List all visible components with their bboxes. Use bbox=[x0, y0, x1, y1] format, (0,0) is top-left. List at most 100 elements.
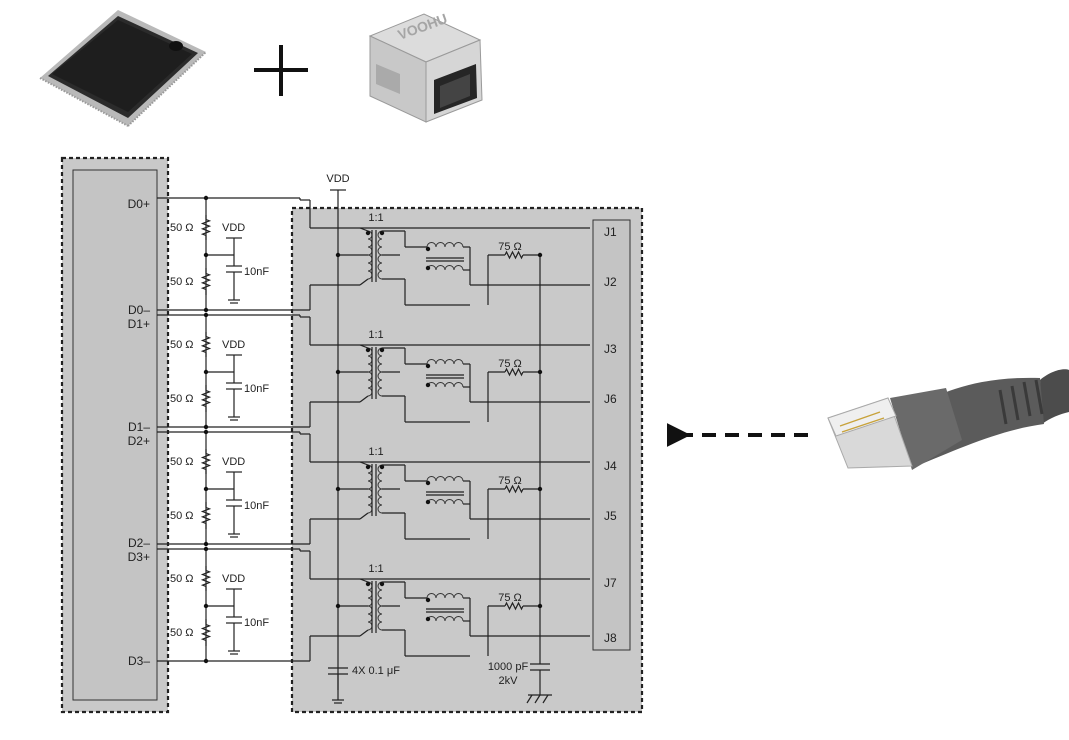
junction-dot bbox=[425, 597, 431, 603]
wire bbox=[359, 227, 369, 232]
junction-dot bbox=[335, 252, 341, 258]
chip-pin-label: D1+ bbox=[128, 317, 150, 331]
junction-dot bbox=[203, 658, 209, 664]
termination-resistor-label: 50 Ω bbox=[170, 510, 194, 522]
termination-cap-label: 10nF bbox=[244, 617, 269, 629]
resistor-symbol bbox=[200, 272, 212, 291]
bypass-cap-label: 4X 0.1 μF bbox=[352, 665, 400, 677]
jack-pin-label: J2 bbox=[604, 275, 617, 289]
bob-smith-resistor-label: 75 Ω bbox=[498, 358, 522, 370]
hv-cap-value-label: 1000 pF bbox=[488, 661, 529, 673]
wire bbox=[359, 395, 369, 403]
junction-dot bbox=[425, 616, 431, 622]
jack-pin-label: J3 bbox=[604, 342, 617, 356]
chip-pin-label: D3– bbox=[128, 654, 150, 668]
rj45-jack-image: VOOHU bbox=[368, 10, 483, 123]
resistor-symbol bbox=[200, 218, 212, 237]
jack-contact-block bbox=[592, 219, 631, 651]
wire bbox=[359, 344, 369, 349]
vdd-label: VDD bbox=[222, 573, 245, 585]
junction-dot bbox=[203, 252, 209, 258]
junction-dot bbox=[203, 541, 209, 547]
vdd-label: VDD bbox=[222, 222, 245, 234]
junction-dot bbox=[335, 603, 341, 609]
resistor-symbol bbox=[504, 601, 524, 611]
vdd-label: VDD bbox=[326, 173, 349, 185]
wire bbox=[359, 512, 369, 520]
ic-chip-image bbox=[39, 10, 207, 127]
junction-dot bbox=[203, 369, 209, 375]
chip-pin-labels: D0+ D0– D1+ D1– D2+ D2– D3+ D3– bbox=[128, 197, 151, 668]
magnetics-module-box bbox=[290, 206, 644, 714]
junction-dot bbox=[379, 230, 385, 236]
termination-cap-label: 10nF bbox=[244, 266, 269, 278]
termination-resistor-label: 50 Ω bbox=[170, 627, 194, 639]
chip-pin-label: D0– bbox=[128, 303, 150, 317]
junction-dot bbox=[425, 382, 431, 388]
chip-pin-label: D1– bbox=[128, 420, 150, 434]
junction-dot bbox=[203, 546, 209, 552]
junction-dot bbox=[425, 499, 431, 505]
choke-coil bbox=[426, 382, 464, 388]
rj45-cable-image bbox=[827, 369, 1069, 470]
termination-resistor-label: 50 Ω bbox=[170, 339, 194, 351]
channel-1: 50 Ω 50 Ω VDD 10nF 1:1 75 Ω bbox=[157, 312, 590, 430]
hv-cap-rating-label: 2kV bbox=[499, 675, 519, 687]
jack-pin-labels: J1 J2 J3 J6 J4 J5 J7 J8 bbox=[604, 225, 617, 645]
junction-dot bbox=[203, 312, 209, 318]
junction-dot bbox=[203, 424, 209, 430]
junction-dot bbox=[379, 347, 385, 353]
resistor-symbol bbox=[200, 452, 212, 471]
bob-smith-resistor-label: 75 Ω bbox=[498, 592, 522, 604]
jack-pin-label: J6 bbox=[604, 392, 617, 406]
transformer-ratio-label: 1:1 bbox=[368, 329, 383, 341]
junction-dot bbox=[203, 486, 209, 492]
wire bbox=[359, 278, 369, 286]
chip-pin-label: D2– bbox=[128, 536, 150, 550]
jack-pin-label: J4 bbox=[604, 459, 617, 473]
choke-coil bbox=[426, 476, 464, 482]
resistor-symbol bbox=[504, 250, 524, 260]
jack-pin-label: J8 bbox=[604, 631, 617, 645]
hv-capacitor: 1000 pF 2kV bbox=[488, 255, 552, 704]
junction-dot bbox=[203, 603, 209, 609]
termination-cap-label: 10nF bbox=[244, 383, 269, 395]
wire bbox=[359, 629, 369, 637]
resistor-symbol bbox=[200, 506, 212, 525]
termination-resistor-label: 50 Ω bbox=[170, 276, 194, 288]
junction-dot bbox=[335, 486, 341, 492]
junction-dot bbox=[425, 265, 431, 271]
junction-dot bbox=[425, 480, 431, 486]
junction-dot bbox=[537, 486, 543, 492]
junction-dot bbox=[203, 429, 209, 435]
bob-smith-resistor-label: 75 Ω bbox=[498, 475, 522, 487]
vdd-label: VDD bbox=[222, 339, 245, 351]
choke-coil bbox=[426, 242, 464, 248]
junction-dot bbox=[365, 464, 371, 470]
bob-smith-resistor-label: 75 Ω bbox=[498, 241, 522, 253]
termination-resistor-label: 50 Ω bbox=[170, 456, 194, 468]
termination-resistor-label: 50 Ω bbox=[170, 393, 194, 405]
junction-dot bbox=[425, 363, 431, 369]
termination-resistor-label: 50 Ω bbox=[170, 222, 194, 234]
chip-pin-label: D3+ bbox=[128, 550, 150, 564]
junction-dot bbox=[537, 603, 543, 609]
vdd-label: VDD bbox=[222, 456, 245, 468]
termination-cap-label: 10nF bbox=[244, 500, 269, 512]
resistor-symbol bbox=[200, 335, 212, 354]
transformer-ratio-label: 1:1 bbox=[368, 212, 383, 224]
choke-coil bbox=[426, 359, 464, 365]
phy-chip-inner bbox=[72, 169, 158, 701]
junction-dot bbox=[365, 230, 371, 236]
junction-dot bbox=[379, 464, 385, 470]
chip-pin-label: D0+ bbox=[128, 197, 150, 211]
junction-dot bbox=[537, 369, 543, 375]
junction-dot bbox=[537, 252, 543, 258]
termination-resistor-label: 50 Ω bbox=[170, 573, 194, 585]
choke-coil bbox=[426, 499, 464, 505]
resistor-symbol bbox=[200, 623, 212, 642]
chip-pin-label: D2+ bbox=[128, 434, 150, 448]
